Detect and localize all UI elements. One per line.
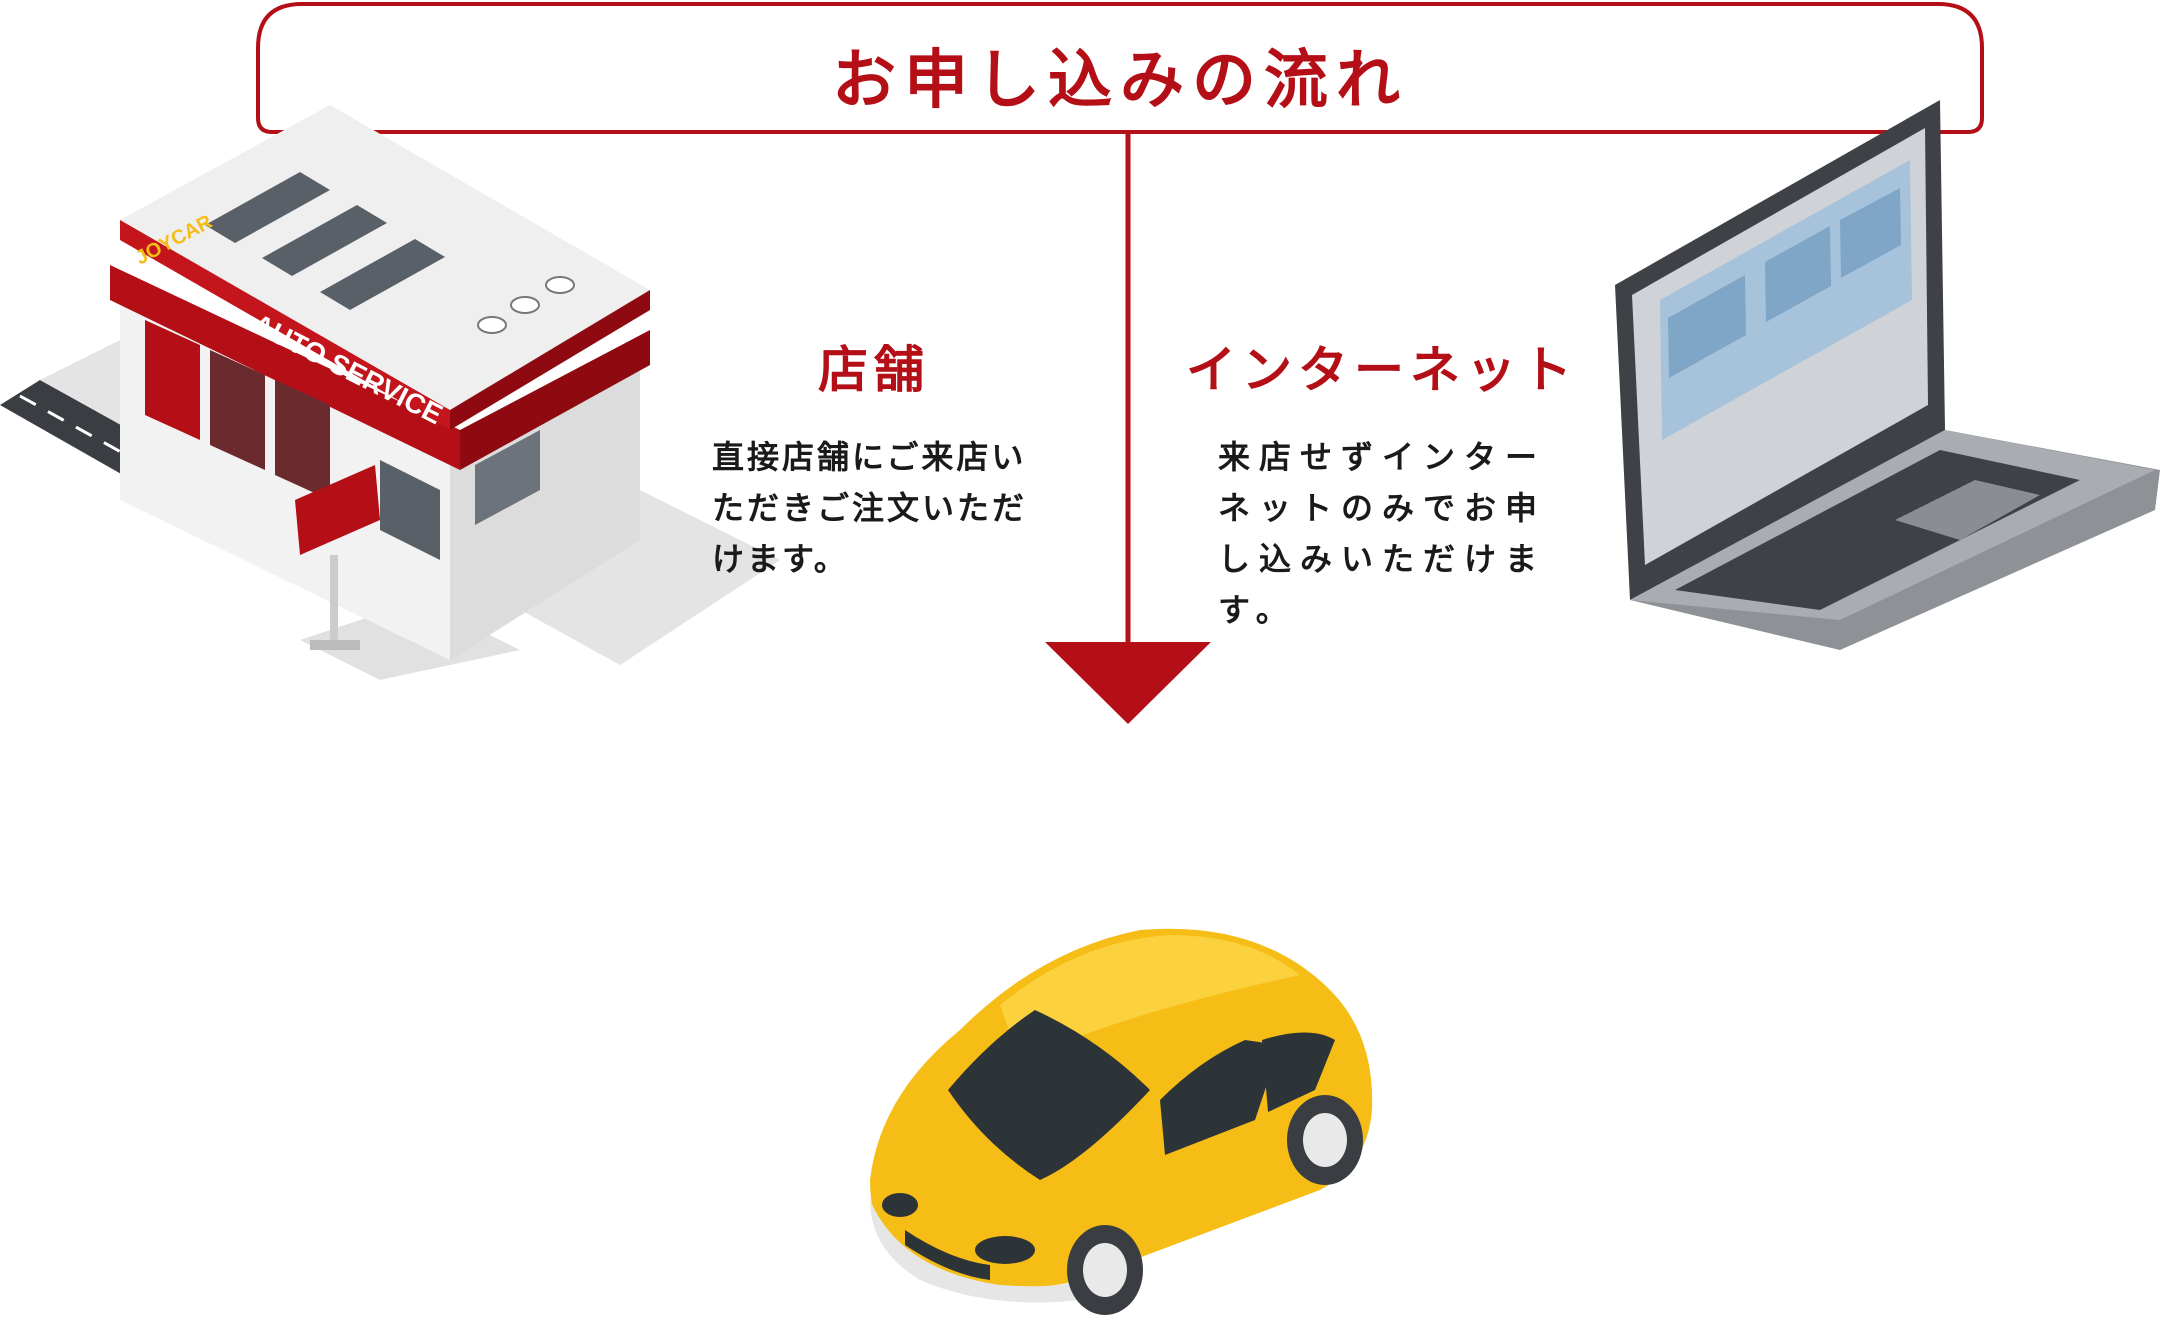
store-option-description: 直接店舗にご来店いただきご注文いただけます。 bbox=[712, 438, 1028, 578]
store-illustration: AUTO SERVICE JOYCAR bbox=[0, 105, 780, 680]
store-option-heading: 店舗 bbox=[818, 341, 930, 399]
internet-option-description: 来店せずインターネットのみでお申し込みいただけます。 bbox=[1218, 438, 1547, 629]
page-title: お申し込みの流れ bbox=[832, 44, 1408, 118]
internet-option-heading: インターネット bbox=[1186, 341, 1578, 399]
car-illustration bbox=[870, 928, 1373, 1315]
laptop-illustration bbox=[1615, 100, 2160, 650]
flow-arrow-head bbox=[1045, 642, 1211, 724]
bracket-frame bbox=[256, 2, 1984, 134]
